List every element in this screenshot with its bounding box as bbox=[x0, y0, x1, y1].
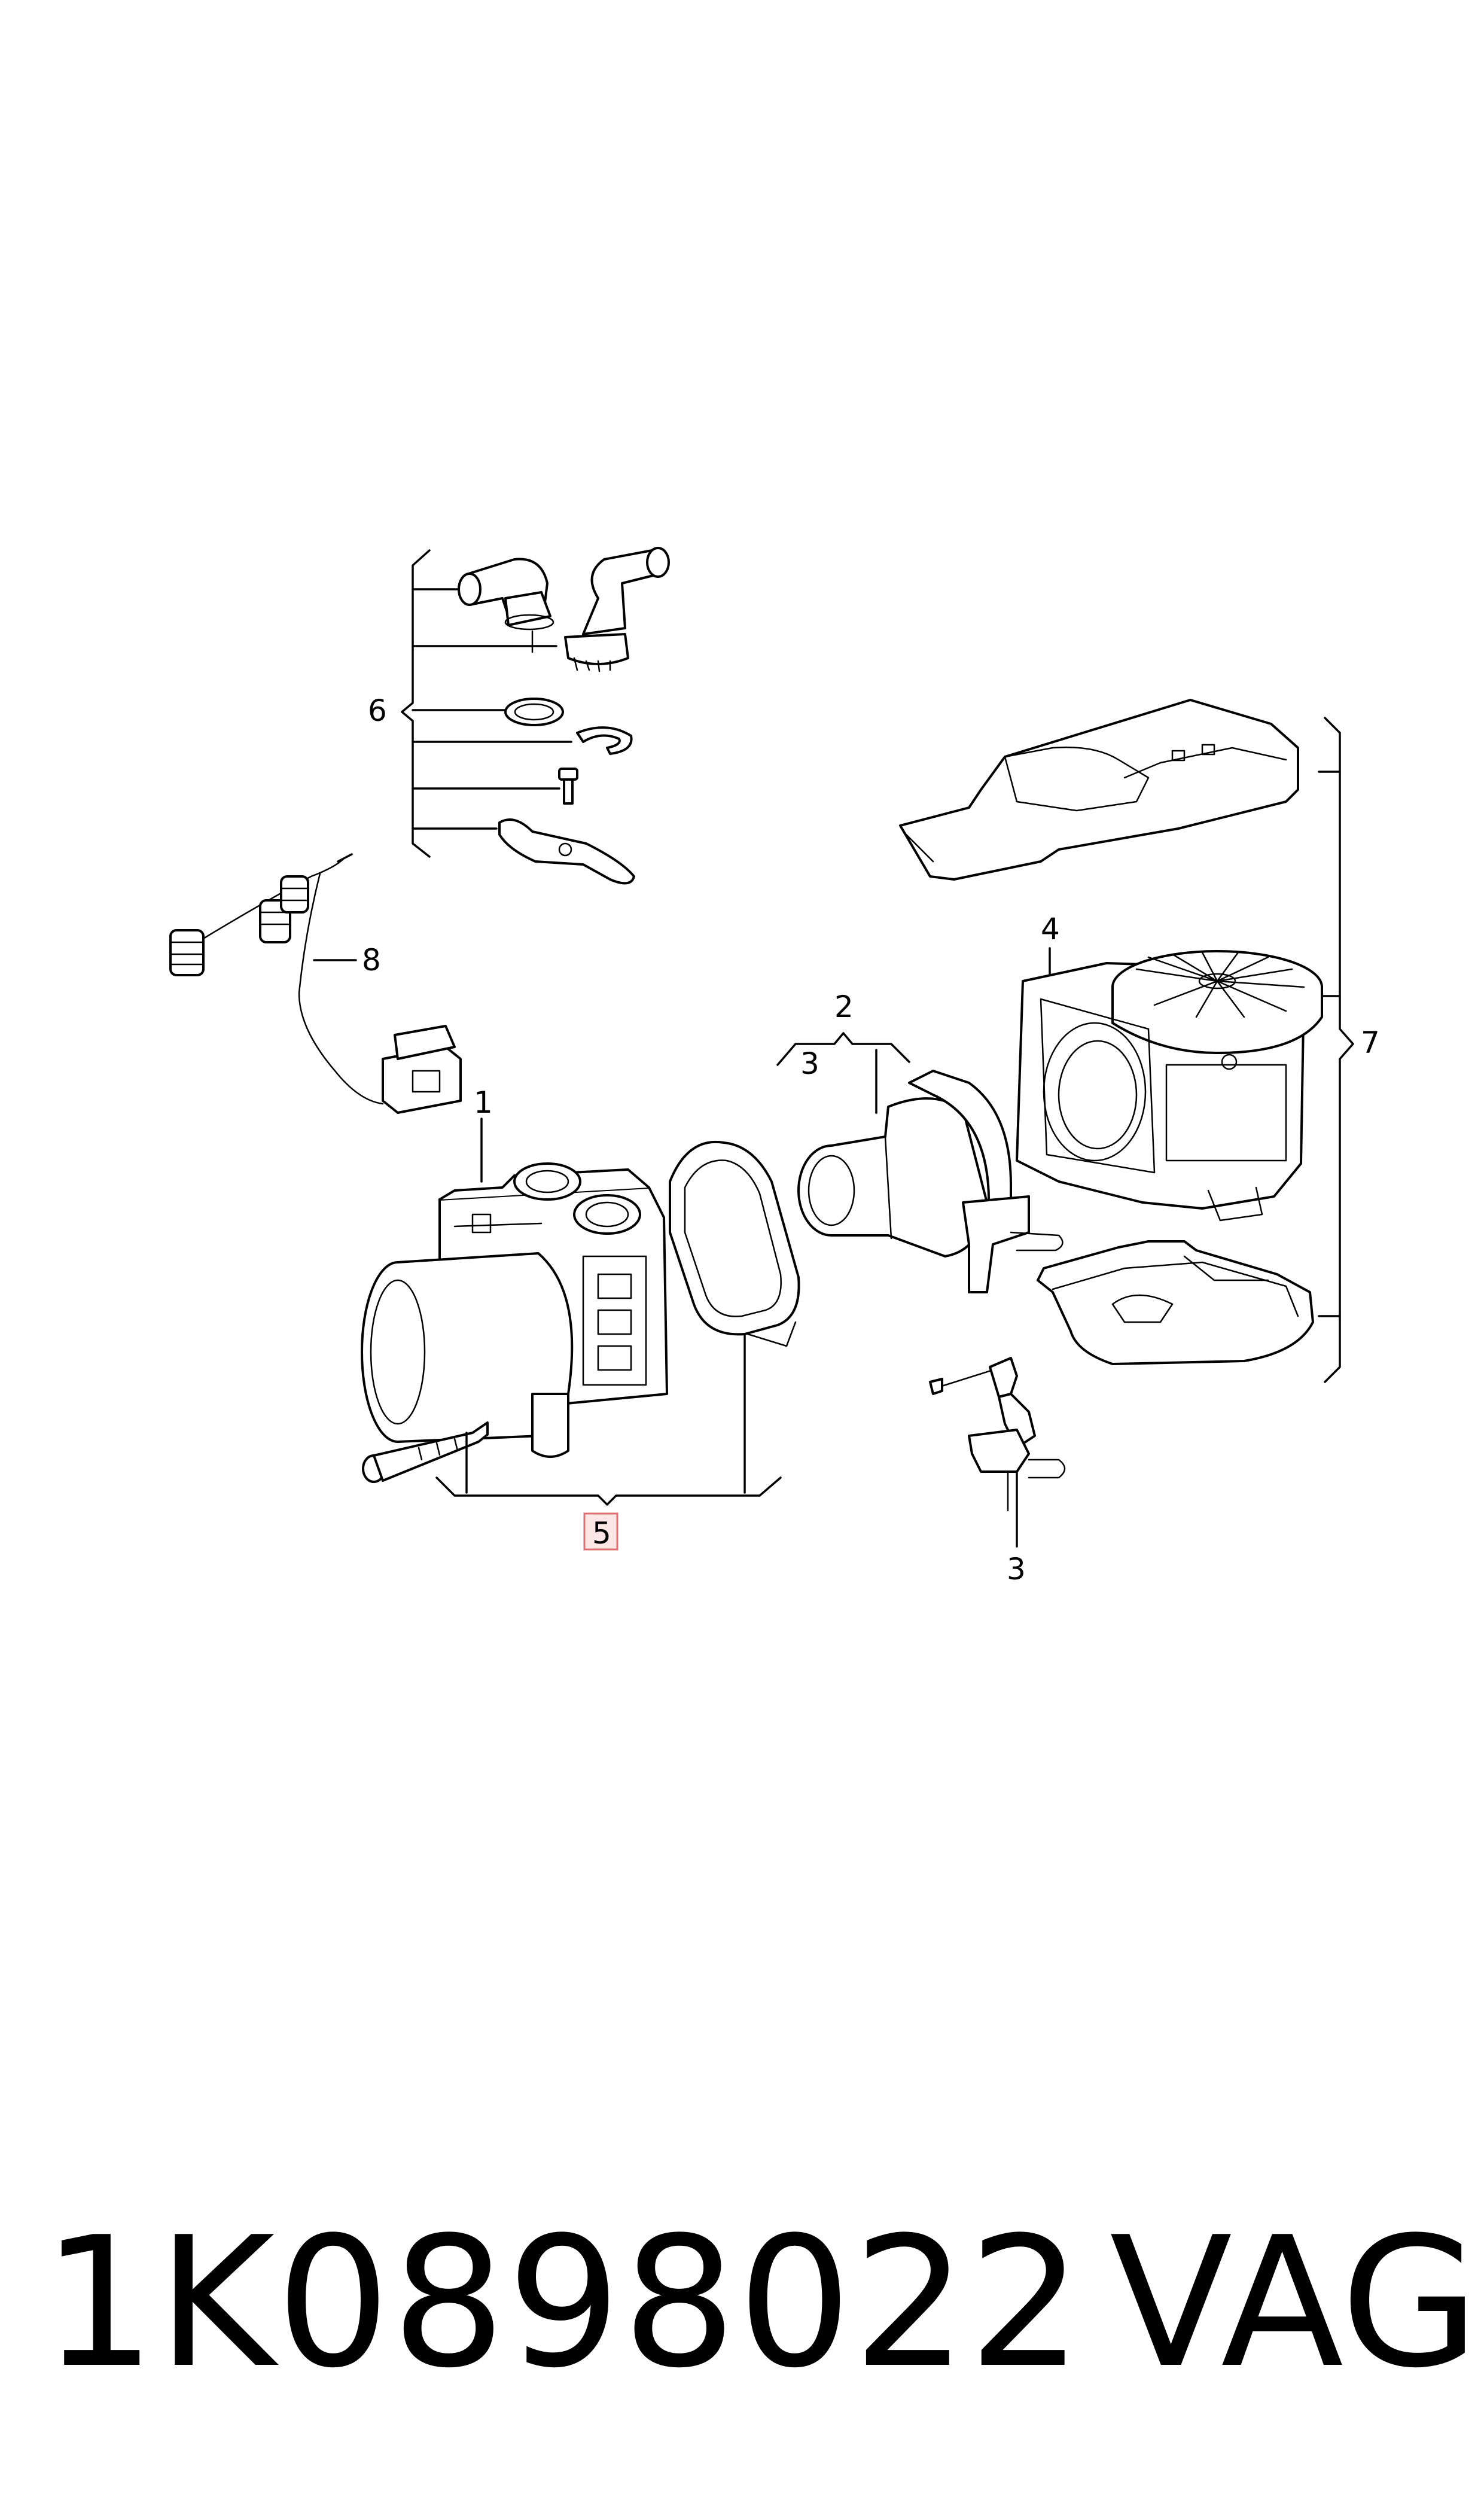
o-ring bbox=[504, 698, 564, 726]
group-6-coolant-connectors bbox=[401, 547, 670, 885]
callout-5: 5 bbox=[592, 1516, 611, 1551]
burner-tube-2 bbox=[776, 1032, 1064, 1293]
group-8-wiring-harness bbox=[169, 853, 462, 1114]
bottom-tray bbox=[1037, 1240, 1314, 1365]
callout-1: 1 bbox=[474, 1085, 493, 1120]
heater-unit-1 bbox=[361, 1118, 668, 1483]
top-cover bbox=[899, 699, 1299, 881]
callout-4: 4 bbox=[1041, 912, 1060, 946]
glow-plug-3 bbox=[929, 1357, 1066, 1548]
long-bolt bbox=[362, 1421, 489, 1483]
part-number: 1K0898022 bbox=[42, 2199, 1084, 2407]
retaining-clip bbox=[576, 726, 633, 755]
blower-housing-4 bbox=[1016, 947, 1323, 1222]
group-7-housing bbox=[899, 699, 1354, 1383]
screw-small bbox=[558, 768, 578, 805]
callout-5-highlight bbox=[583, 1512, 618, 1551]
callout-3-lower: 3 bbox=[1007, 1552, 1026, 1587]
gasket bbox=[669, 1140, 800, 1347]
elbow-connector-right bbox=[564, 547, 670, 672]
coil-terminal-1 bbox=[169, 929, 205, 976]
elbow-connector-left bbox=[458, 558, 554, 653]
group-5-bracket bbox=[435, 1333, 782, 1551]
brand-label: VAG bbox=[1110, 2199, 1480, 2407]
callout-8: 8 bbox=[362, 943, 381, 978]
harness-connector-plug bbox=[382, 1025, 462, 1114]
coil-terminal-3 bbox=[280, 875, 309, 914]
bracket-plate bbox=[498, 818, 635, 885]
callout-7: 7 bbox=[1361, 1025, 1380, 1060]
callout-3-upper: 3 bbox=[800, 1046, 819, 1081]
callout-6: 6 bbox=[368, 693, 387, 728]
callout-2: 2 bbox=[834, 989, 854, 1024]
